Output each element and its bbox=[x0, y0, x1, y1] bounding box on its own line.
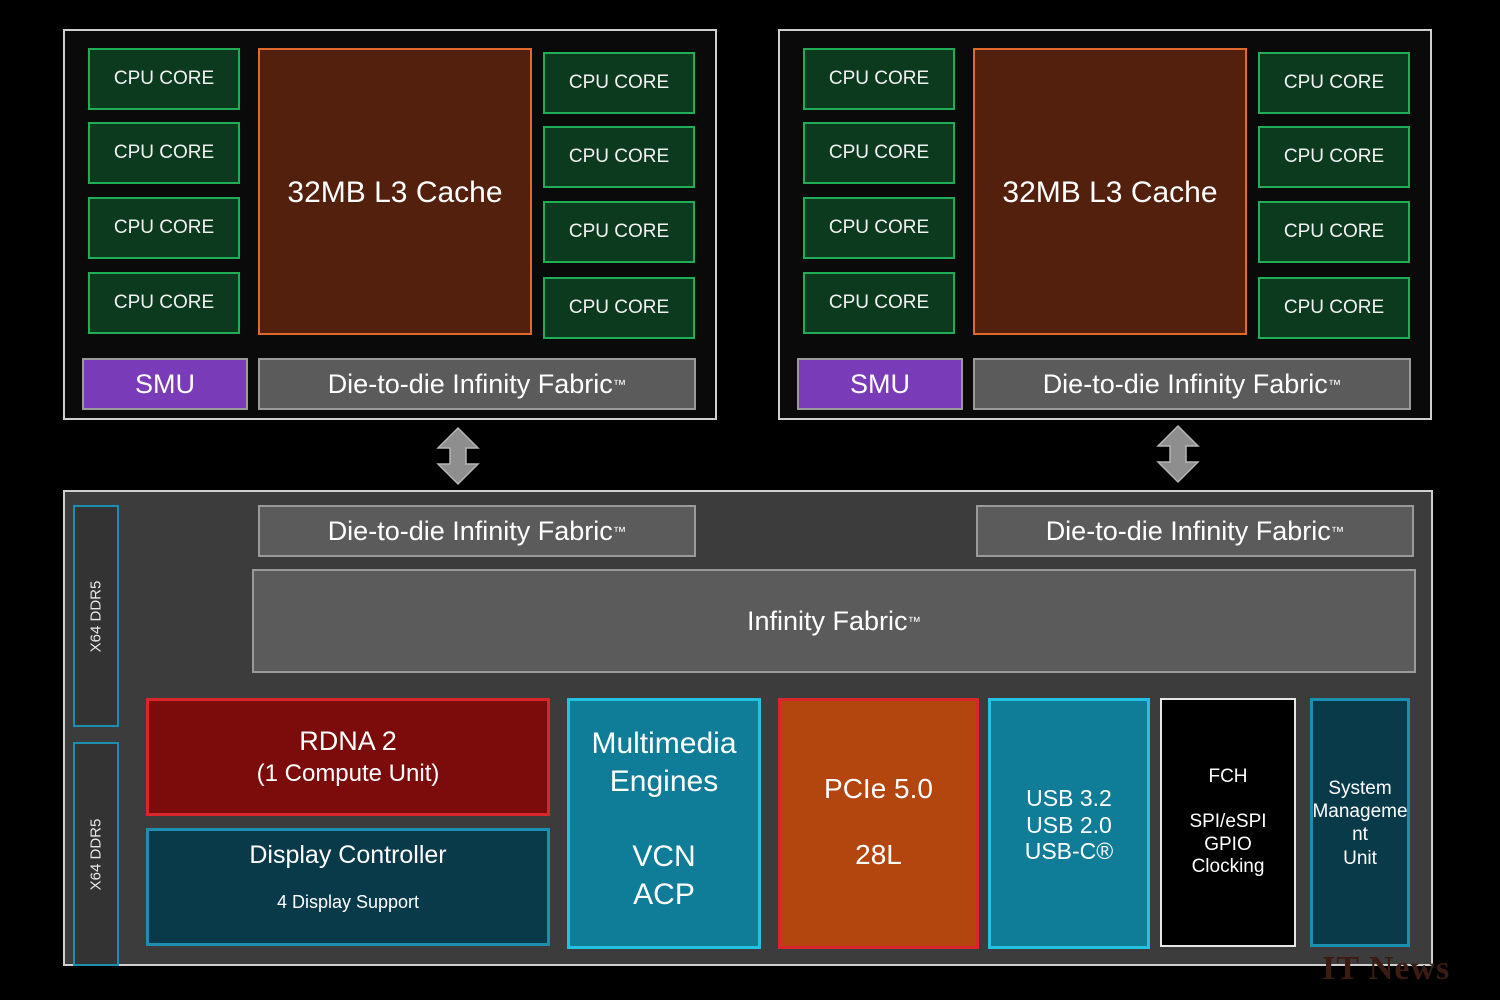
cpu-core: CPU CORE bbox=[803, 48, 955, 110]
usb-line: USB 2.0 bbox=[1026, 811, 1112, 838]
l3-cache: 32MB L3 Cache bbox=[973, 48, 1247, 335]
smu-block: SMU bbox=[82, 358, 248, 410]
rdna-title: RDNA 2 bbox=[299, 726, 397, 756]
usb-block: USB 3.2 USB 2.0 USB-C® bbox=[988, 698, 1150, 949]
cpu-core: CPU CORE bbox=[543, 52, 695, 114]
usb-line: USB 3.2 bbox=[1026, 785, 1112, 811]
multimedia-line: Engines bbox=[609, 764, 719, 798]
trademark-mark: ™ bbox=[907, 613, 922, 629]
cpu-core: CPU CORE bbox=[803, 122, 955, 184]
double-arrow-icon bbox=[436, 426, 480, 486]
fch-line: SPI/eSPI bbox=[1189, 810, 1267, 832]
trademark-mark: ™ bbox=[612, 523, 627, 539]
trademark-mark: ™ bbox=[1327, 376, 1342, 392]
pcie-line: 28L bbox=[855, 839, 902, 870]
ddr5-label: X64 DDR5 bbox=[87, 580, 105, 652]
fch-line: GPIO bbox=[1204, 833, 1252, 855]
display-title: Display Controller bbox=[249, 841, 447, 869]
cpu-core: CPU CORE bbox=[88, 197, 240, 259]
usb-line: USB-C® bbox=[1024, 838, 1114, 865]
ddr5-channel: X64 DDR5 bbox=[73, 505, 119, 727]
cpu-core: CPU CORE bbox=[543, 126, 695, 188]
smu-unit-line: nt bbox=[1352, 824, 1368, 846]
trademark-mark: ™ bbox=[1330, 523, 1345, 539]
smu-block: SMU bbox=[797, 358, 963, 410]
multimedia-line: VCN bbox=[632, 840, 696, 873]
multimedia-engines-block: Multimedia Engines VCN ACP bbox=[567, 698, 761, 949]
cpu-core: CPU CORE bbox=[1258, 126, 1410, 188]
cpu-core: CPU CORE bbox=[88, 122, 240, 184]
smu-unit-line: Unit bbox=[1343, 847, 1377, 869]
fabric-label: Die-to-die Infinity Fabric bbox=[327, 515, 613, 546]
fch-line: FCH bbox=[1208, 766, 1248, 787]
ddr5-channel: X64 DDR5 bbox=[73, 742, 119, 966]
fch-block: FCH SPI/eSPI GPIO Clocking bbox=[1160, 698, 1296, 947]
cpu-core: CPU CORE bbox=[1258, 277, 1410, 339]
l3-cache: 32MB L3 Cache bbox=[258, 48, 532, 335]
fabric-label: Die-to-die Infinity Fabric bbox=[1045, 515, 1331, 546]
ddr5-label: X64 DDR5 bbox=[87, 818, 105, 890]
display-controller-block: Display Controller 4 Display Support bbox=[146, 828, 550, 946]
display-subtitle: 4 Display Support bbox=[276, 892, 420, 912]
double-arrow-icon bbox=[1156, 424, 1200, 484]
cpu-core: CPU CORE bbox=[803, 197, 955, 259]
fabric-label: Die-to-die Infinity Fabric bbox=[1042, 368, 1328, 399]
pcie-line: PCIe 5.0 bbox=[824, 773, 933, 804]
cpu-core: CPU CORE bbox=[1258, 52, 1410, 114]
infinity-fabric-label: Infinity Fabric bbox=[746, 605, 908, 636]
rdna-subtitle: (1 Compute Unit) bbox=[256, 759, 440, 787]
smu-unit-line: System bbox=[1328, 778, 1392, 799]
multimedia-line: Multimedia bbox=[591, 727, 737, 760]
rdna2-gpu-block: RDNA 2 (1 Compute Unit) bbox=[146, 698, 550, 816]
cpu-core: CPU CORE bbox=[543, 277, 695, 339]
trademark-mark: ™ bbox=[612, 376, 627, 392]
pcie-block: PCIe 5.0 28L bbox=[778, 698, 979, 949]
smu-unit-line: Manageme bbox=[1312, 801, 1408, 823]
cpu-core: CPU CORE bbox=[543, 201, 695, 263]
cpu-core: CPU CORE bbox=[88, 48, 240, 110]
fabric-label: Die-to-die Infinity Fabric bbox=[327, 368, 613, 399]
cpu-core: CPU CORE bbox=[88, 272, 240, 334]
cpu-core: CPU CORE bbox=[803, 272, 955, 334]
watermark-logo: IT News bbox=[1322, 950, 1451, 987]
cpu-core: CPU CORE bbox=[1258, 201, 1410, 263]
system-management-unit-block: System Manageme nt Unit bbox=[1310, 698, 1410, 947]
fch-line: Clocking bbox=[1191, 856, 1265, 878]
multimedia-line: ACP bbox=[633, 877, 695, 911]
